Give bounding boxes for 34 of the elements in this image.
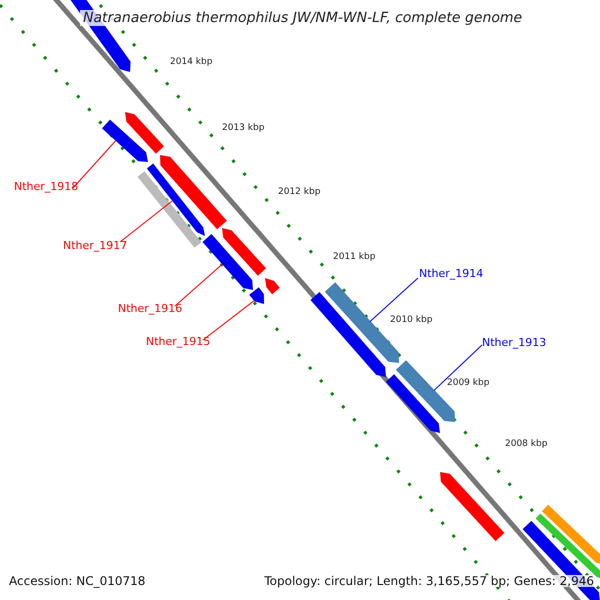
scale-label: 2010 kbp <box>390 316 432 325</box>
gene-feature <box>222 228 266 276</box>
gene-label: Nther_1915 <box>146 336 210 347</box>
gene-feature <box>386 374 440 433</box>
gene-label: Nther_1914 <box>419 268 484 279</box>
leader-line <box>202 300 255 340</box>
gene-feature <box>440 472 504 542</box>
gene-feature <box>202 234 253 290</box>
scale-label: 2013 kbp <box>222 124 264 133</box>
gene-feature <box>160 155 227 230</box>
scale-label: 2009 kbp <box>447 379 490 388</box>
gene-label: Nther_1916 <box>118 303 182 314</box>
leader-line <box>72 140 117 188</box>
gene-feature <box>146 164 205 236</box>
scale-label: 2008 kbp <box>505 440 548 449</box>
leader-line <box>369 278 418 322</box>
gene-label: Nther_1917 <box>63 240 128 251</box>
gene-feature <box>542 504 600 565</box>
genome-info-text: Topology: circular; Length: 3,165,557 bp; Genes: 2,946 <box>264 575 594 587</box>
gene-feature <box>249 287 264 304</box>
scale-label: 2012 kbp <box>278 188 320 197</box>
gene-feature <box>102 120 148 162</box>
scale-label: 2014 kbp <box>170 58 212 67</box>
accession-text: Accession: NC_010718 <box>9 575 146 587</box>
gene-feature <box>125 112 164 154</box>
scale-label: 2011 kbp <box>333 253 376 262</box>
gene-label: Nther_1918 <box>14 181 78 192</box>
gene-track <box>138 171 202 248</box>
gene-label: Nther_1913 <box>482 337 546 348</box>
leader-line <box>174 263 224 306</box>
leader-line <box>120 200 174 242</box>
leader-line <box>433 344 482 392</box>
gene-feature <box>265 278 280 294</box>
gene-feature <box>310 292 386 377</box>
